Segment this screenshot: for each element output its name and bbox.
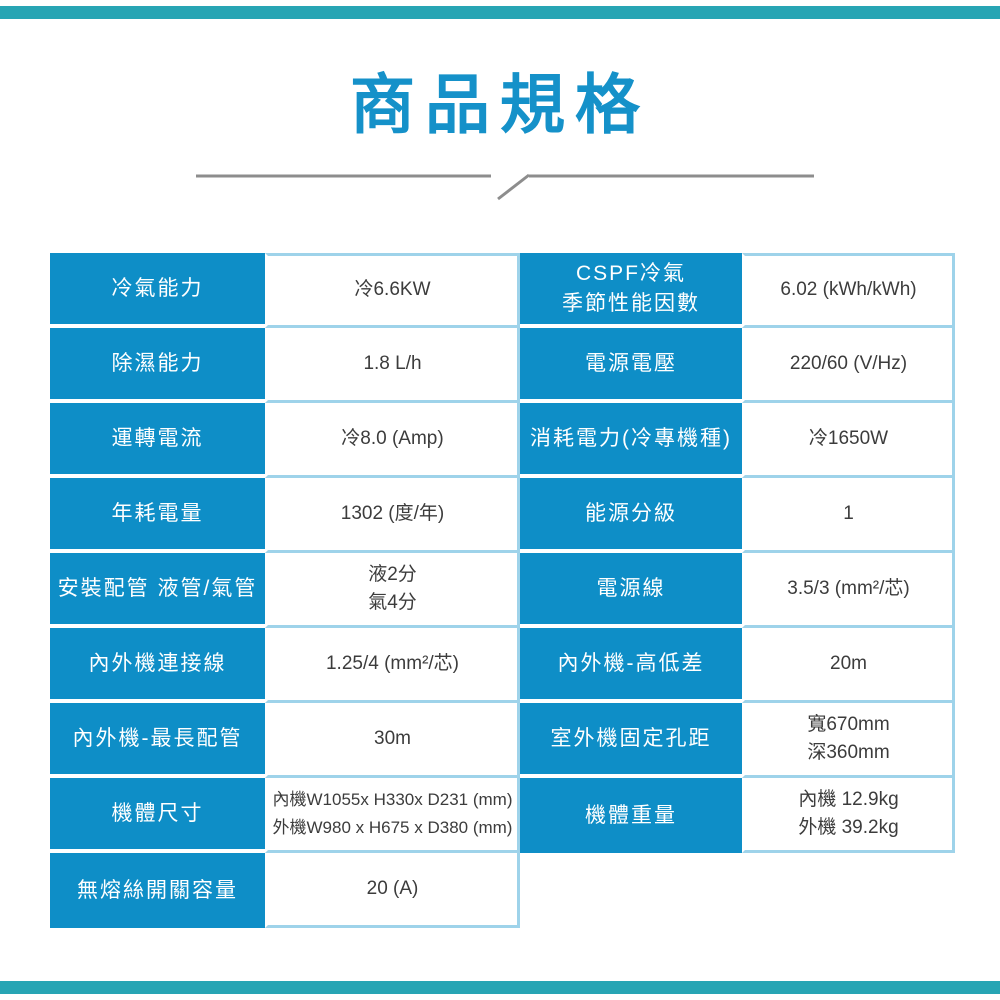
spec-value-cell: 30m <box>265 703 520 778</box>
spec-label-cell: 能源分級 <box>520 478 742 553</box>
spec-label-cell: 冷氣能力 <box>50 253 265 328</box>
spec-value-cell: 1.25/4 (mm²/芯) <box>265 628 520 703</box>
spec-label-cell: 電源電壓 <box>520 328 742 403</box>
spec-label-cell: 機體尺寸 <box>50 778 265 853</box>
spec-label-cell: 年耗電量 <box>50 478 265 553</box>
spec-value-cell: 1 <box>742 478 955 553</box>
spec-value-cell: 冷6.6KW <box>265 253 520 328</box>
spec-label-text: 除濕能力 <box>111 351 204 375</box>
spec-value-cell: 1.8 L/h <box>265 328 520 403</box>
spec-label-cell: 機體重量 <box>520 778 742 853</box>
spec-label-text: 內外機-最長配管 <box>72 726 243 750</box>
spec-value-text: 6.02 (kWh/kWh) <box>780 279 917 301</box>
spec-table-left: 冷氣能力 冷6.6KW 除濕能力 1.8 L/h 運轉電流 冷8.0 (Amp) 年耗電量 1… <box>50 253 520 928</box>
spec-value-cell: 20 (A) <box>265 853 520 928</box>
spec-label-cell: CSPF冷氣季節性能因數 <box>520 253 742 328</box>
spec-value-text: 20 (A) <box>366 877 419 899</box>
spec-value-cell: 內機W1055x H330x D231 (mm)外機W980 x H675 x … <box>265 778 520 853</box>
spec-label-text: 室外機固定孔距 <box>550 726 712 750</box>
spec-value-text: 1.25/4 (mm²/芯) <box>325 652 460 674</box>
spec-label-cell: 安裝配管 液管/氣管 <box>50 553 265 628</box>
spec-label-text: 機體尺寸 <box>111 801 204 825</box>
spec-value-cell: 3.5/3 (mm²/芯) <box>742 553 955 628</box>
spec-label-cell: 除濕能力 <box>50 328 265 403</box>
spec-value-text: 30m <box>374 727 411 749</box>
spec-value-text: 20m <box>830 652 867 674</box>
spec-label-cell: 室外機固定孔距 <box>520 703 742 778</box>
spec-value-text: 液2分氣4分 <box>368 563 417 614</box>
spec-label-text: 電源線 <box>596 576 666 600</box>
spec-value-text: 1302 (度/年) <box>340 502 445 524</box>
spec-label-text: 電源電壓 <box>585 351 677 375</box>
spec-value-cell: 冷1650W <box>742 403 955 478</box>
spec-label-text: CSPF冷氣 <box>575 262 686 286</box>
spec-label-text: 季節性能因數 <box>562 291 700 315</box>
spec-label-text: 安裝配管 液管/氣管 <box>57 576 258 600</box>
spec-value-text: 220/60 (V/Hz) <box>789 352 908 374</box>
spec-value-text: 內機W1055x H330x D231 (mm)外機W980 x H675 x … <box>272 789 513 837</box>
spec-label-cell: 內外機連接線 <box>50 628 265 703</box>
spec-value-text: 1 <box>843 502 854 524</box>
spec-label-text: 消耗電力(冷專機種) <box>530 426 732 450</box>
spec-value-text: 冷1650W <box>808 427 889 449</box>
spec-label-cell: 內外機-最長配管 <box>50 703 265 778</box>
spec-label-text: 冷氣能力 <box>111 276 204 300</box>
spec-label-text: 無熔絲開關容量 <box>77 878 238 902</box>
spec-label-text: 機體重量 <box>585 803 677 827</box>
spec-value-cell: 220/60 (V/Hz) <box>742 328 955 403</box>
spec-value-text: 3.5/3 (mm²/芯) <box>787 577 910 599</box>
spec-label-text: 運轉電流 <box>111 426 204 450</box>
spec-label-cell: 無熔絲開關容量 <box>50 853 265 928</box>
spec-label-text: 內外機連接線 <box>88 651 227 675</box>
spec-value-cell: 1302 (度/年) <box>265 478 520 553</box>
spec-table-right: CSPF冷氣季節性能因數 6.02 (kWh/kWh) 電源電壓 220/60 (V/… <box>520 253 955 853</box>
spec-value-text: 1.8 L/h <box>363 352 422 374</box>
divider-slash <box>497 173 530 201</box>
spec-label-cell: 電源線 <box>520 553 742 628</box>
spec-label-text: 能源分級 <box>585 501 677 525</box>
spec-label-cell: 內外機-高低差 <box>520 628 742 703</box>
spec-label-cell: 運轉電流 <box>50 403 265 478</box>
spec-value-cell: 20m <box>742 628 955 703</box>
page-title: 商品規格 <box>349 68 650 141</box>
title-divider <box>196 173 814 201</box>
spec-label-text: 內外機-高低差 <box>557 651 705 675</box>
spec-label-cell: 消耗電力(冷專機種) <box>520 403 742 478</box>
spec-value-cell: 冷8.0 (Amp) <box>265 403 520 478</box>
spec-value-cell: 6.02 (kWh/kWh) <box>742 253 955 328</box>
top-accent-bar <box>0 6 1000 19</box>
spec-value-text: 冷6.6KW <box>354 279 431 301</box>
spec-value-cell: 液2分氣4分 <box>265 553 520 628</box>
spec-value-text: 冷8.0 (Amp) <box>341 427 444 449</box>
spec-label-text: 年耗電量 <box>111 501 204 525</box>
bottom-accent-bar <box>0 981 1000 994</box>
